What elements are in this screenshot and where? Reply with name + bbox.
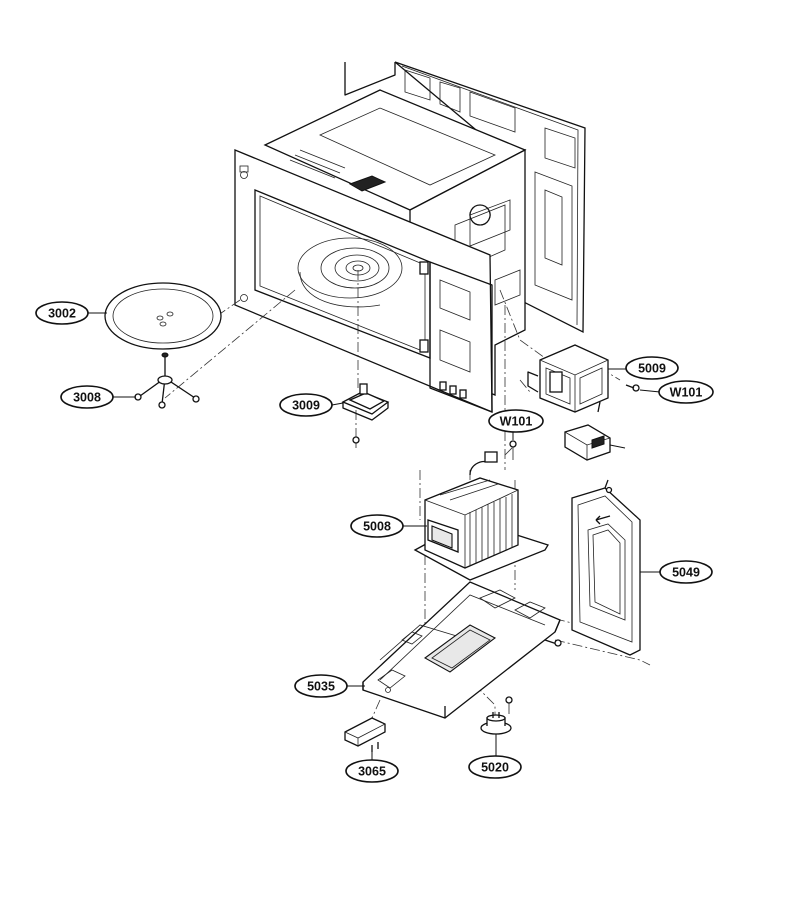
roller-guide [134, 352, 200, 409]
high-voltage-transformer [413, 440, 549, 581]
label-3002: 3002 [35, 301, 107, 325]
high-voltage-component [564, 424, 626, 461]
label-5008-text: 5008 [363, 520, 391, 534]
label-5049: 5049 [640, 560, 713, 584]
label-3009-text: 3009 [292, 399, 320, 413]
label-5035: 5035 [294, 674, 365, 698]
label-5020-text: 5020 [481, 761, 509, 775]
label-3009: 3009 [279, 393, 344, 417]
microwave-cabinet [234, 61, 586, 413]
thermostat [480, 696, 513, 735]
turntable-motor [341, 383, 390, 448]
switch-component [344, 717, 386, 752]
label-w101-magnetron: W101 [639, 380, 714, 404]
label-3065-text: 3065 [358, 765, 386, 779]
label-3008: 3008 [60, 385, 136, 409]
label-5009: 5009 [608, 356, 679, 380]
label-3002-text: 3002 [48, 307, 76, 321]
label-5008: 5008 [350, 514, 427, 538]
label-w101-transformer: W101 [488, 409, 544, 440]
base-plate [362, 581, 562, 719]
magnetron [527, 344, 640, 413]
turntable-glass-tray [104, 282, 222, 350]
label-w101-a-text: W101 [670, 386, 703, 400]
label-3008-text: 3008 [73, 391, 101, 405]
label-w101-b-text: W101 [500, 415, 533, 429]
label-5009-text: 5009 [638, 362, 666, 376]
label-5035-text: 5035 [307, 680, 335, 694]
side-cover-panel [571, 479, 641, 656]
label-5049-text: 5049 [672, 566, 700, 580]
label-5020: 5020 [468, 734, 522, 779]
label-3065: 3065 [345, 752, 399, 783]
